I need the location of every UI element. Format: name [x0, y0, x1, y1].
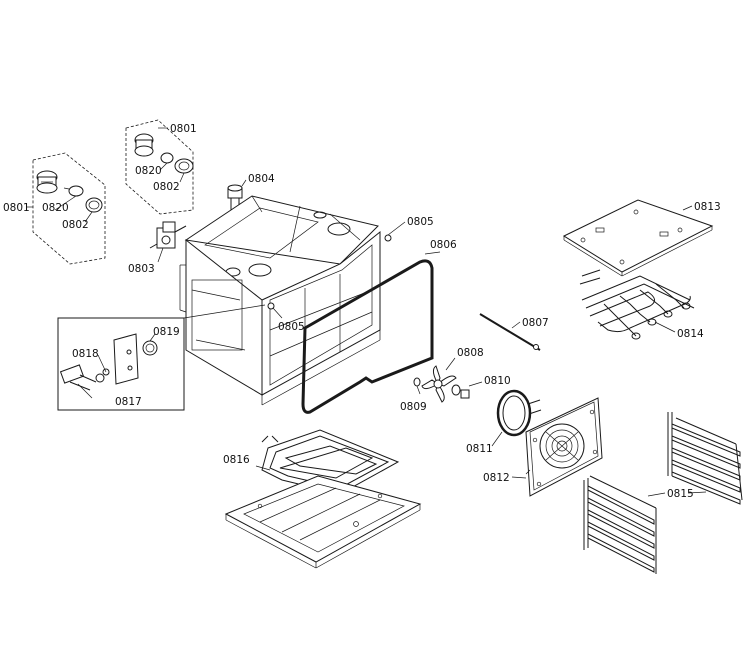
label-0814: 0814	[677, 328, 704, 340]
label-0811: 0811	[466, 443, 493, 455]
fan-nut-0809	[413, 377, 421, 395]
door-lock-motor	[149, 221, 187, 263]
label-0805-top: 0805	[407, 216, 434, 228]
socket-wiring	[59, 364, 110, 399]
label-0816: 0816	[223, 454, 250, 466]
label-0818: 0818	[72, 348, 99, 360]
label-0812: 0812	[483, 472, 510, 484]
label-0801-left: 0801	[3, 202, 30, 214]
label-0819: 0819	[153, 326, 180, 338]
fan-washer-0810	[451, 381, 483, 399]
label-0802-left: 0802	[62, 219, 89, 231]
lamp-bulb-left	[63, 185, 84, 197]
rack-support-left	[583, 475, 657, 574]
probe-rod	[479, 313, 541, 351]
lamp-bulb-top	[160, 152, 174, 164]
lamp-cover-left	[85, 197, 103, 213]
label-0820-left: 0820	[42, 202, 69, 214]
broil-element	[579, 269, 695, 340]
label-0810: 0810	[484, 375, 511, 387]
lamp-cover-top	[174, 158, 194, 174]
convection-fan-blade	[421, 357, 457, 403]
label-0805-mid: 0805	[278, 321, 305, 333]
screw-0805-top	[384, 221, 406, 242]
label-0815: 0815	[667, 488, 694, 500]
label-0801-top: 0801	[170, 123, 197, 135]
convection-fan-cover	[511, 397, 603, 497]
label-0807: 0807	[522, 317, 549, 329]
oven-cavity	[179, 195, 381, 406]
label-0806: 0806	[430, 239, 457, 251]
lamp-assembly-top	[125, 119, 194, 215]
label-0804: 0804	[248, 173, 275, 185]
label-0803: 0803	[128, 263, 155, 275]
screw-0805-mid	[267, 302, 283, 319]
label-0809: 0809	[400, 401, 427, 413]
socket-ring-0819	[142, 340, 158, 356]
socket-bracket	[113, 333, 139, 385]
door-gasket	[301, 251, 441, 414]
label-0808: 0808	[457, 347, 484, 359]
label-0813: 0813	[694, 201, 721, 213]
lamp-housing-left	[36, 170, 58, 194]
lamp-assembly-left	[26, 152, 106, 265]
socket-inset-box	[57, 304, 266, 411]
convection-ring-element	[491, 389, 542, 447]
label-0820-top: 0820	[135, 165, 162, 177]
rack-support-right	[667, 412, 743, 505]
lamp-housing-top	[134, 133, 154, 157]
label-0802-top: 0802	[153, 181, 180, 193]
label-0817: 0817	[115, 396, 142, 408]
bottom-panel	[224, 475, 422, 569]
top-heater-cover	[562, 199, 714, 277]
